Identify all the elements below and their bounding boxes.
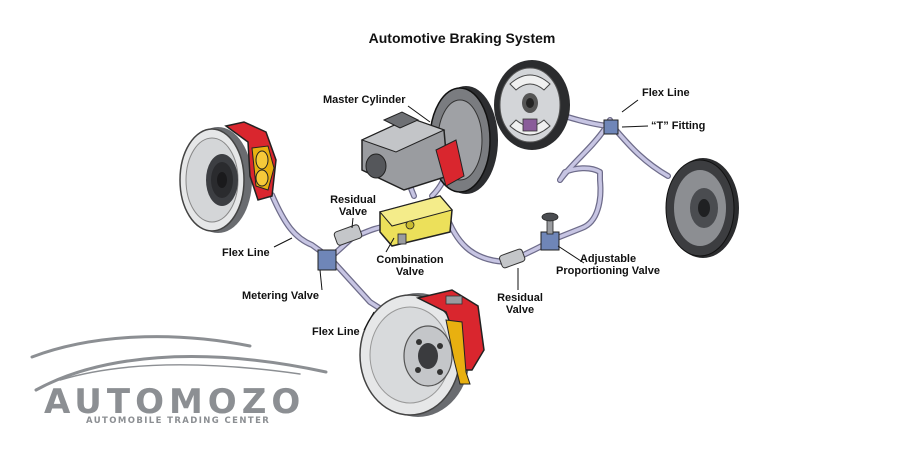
residual-valve-right xyxy=(499,248,526,269)
label-metering-valve: Metering Valve xyxy=(242,290,320,302)
logo-swoosh xyxy=(30,335,328,392)
label-flex-line-left: Flex Line xyxy=(222,247,270,259)
brand-tagline: AUTOMOBILE TRADING CENTER xyxy=(86,416,271,426)
rear-drum-brake xyxy=(494,60,570,150)
residual-valve-left xyxy=(333,224,363,246)
front-left-disc-brake xyxy=(179,121,277,233)
master-cylinder xyxy=(360,111,465,191)
label-residual-valve-left-line2: Valve xyxy=(338,206,368,218)
combination-valve xyxy=(379,195,453,247)
label-residual-valve-right-line2: Valve xyxy=(505,304,535,316)
leader-lines xyxy=(273,99,649,331)
label-master-cylinder: Master Cylinder xyxy=(323,94,406,106)
label-flex-line-top: Flex Line xyxy=(642,87,690,99)
label-adjustable-proportioning-line2: Proportioning Valve xyxy=(556,265,660,277)
front-right-disc-brake xyxy=(359,289,485,417)
brand-logo: AUTOMOZO xyxy=(44,382,306,422)
rear-right-drum xyxy=(665,158,739,258)
label-combination-valve-line2: Valve xyxy=(395,266,425,278)
t-fitting xyxy=(603,119,619,135)
label-flex-line-bottom: Flex Line xyxy=(312,326,360,338)
diagram-title: Automotive Braking System xyxy=(368,30,556,46)
label-residual-valve-right: Residual Valve xyxy=(488,292,552,316)
label-adjustable-proportioning-valve: Adjustable Proportioning Valve xyxy=(552,253,664,277)
label-combination-valve-line1: Combination xyxy=(376,254,444,266)
adjustable-proportioning-valve xyxy=(540,212,560,251)
label-t-fitting: “T” Fitting xyxy=(651,120,706,132)
label-residual-valve-left-line1: Residual xyxy=(330,194,376,206)
metering-valve xyxy=(317,249,337,271)
label-adjustable-proportioning-line1: Adjustable xyxy=(579,253,637,265)
label-combination-valve: Combination Valve xyxy=(368,254,452,278)
label-residual-valve-left: Residual Valve xyxy=(323,194,383,218)
label-residual-valve-right-line1: Residual xyxy=(497,292,543,304)
